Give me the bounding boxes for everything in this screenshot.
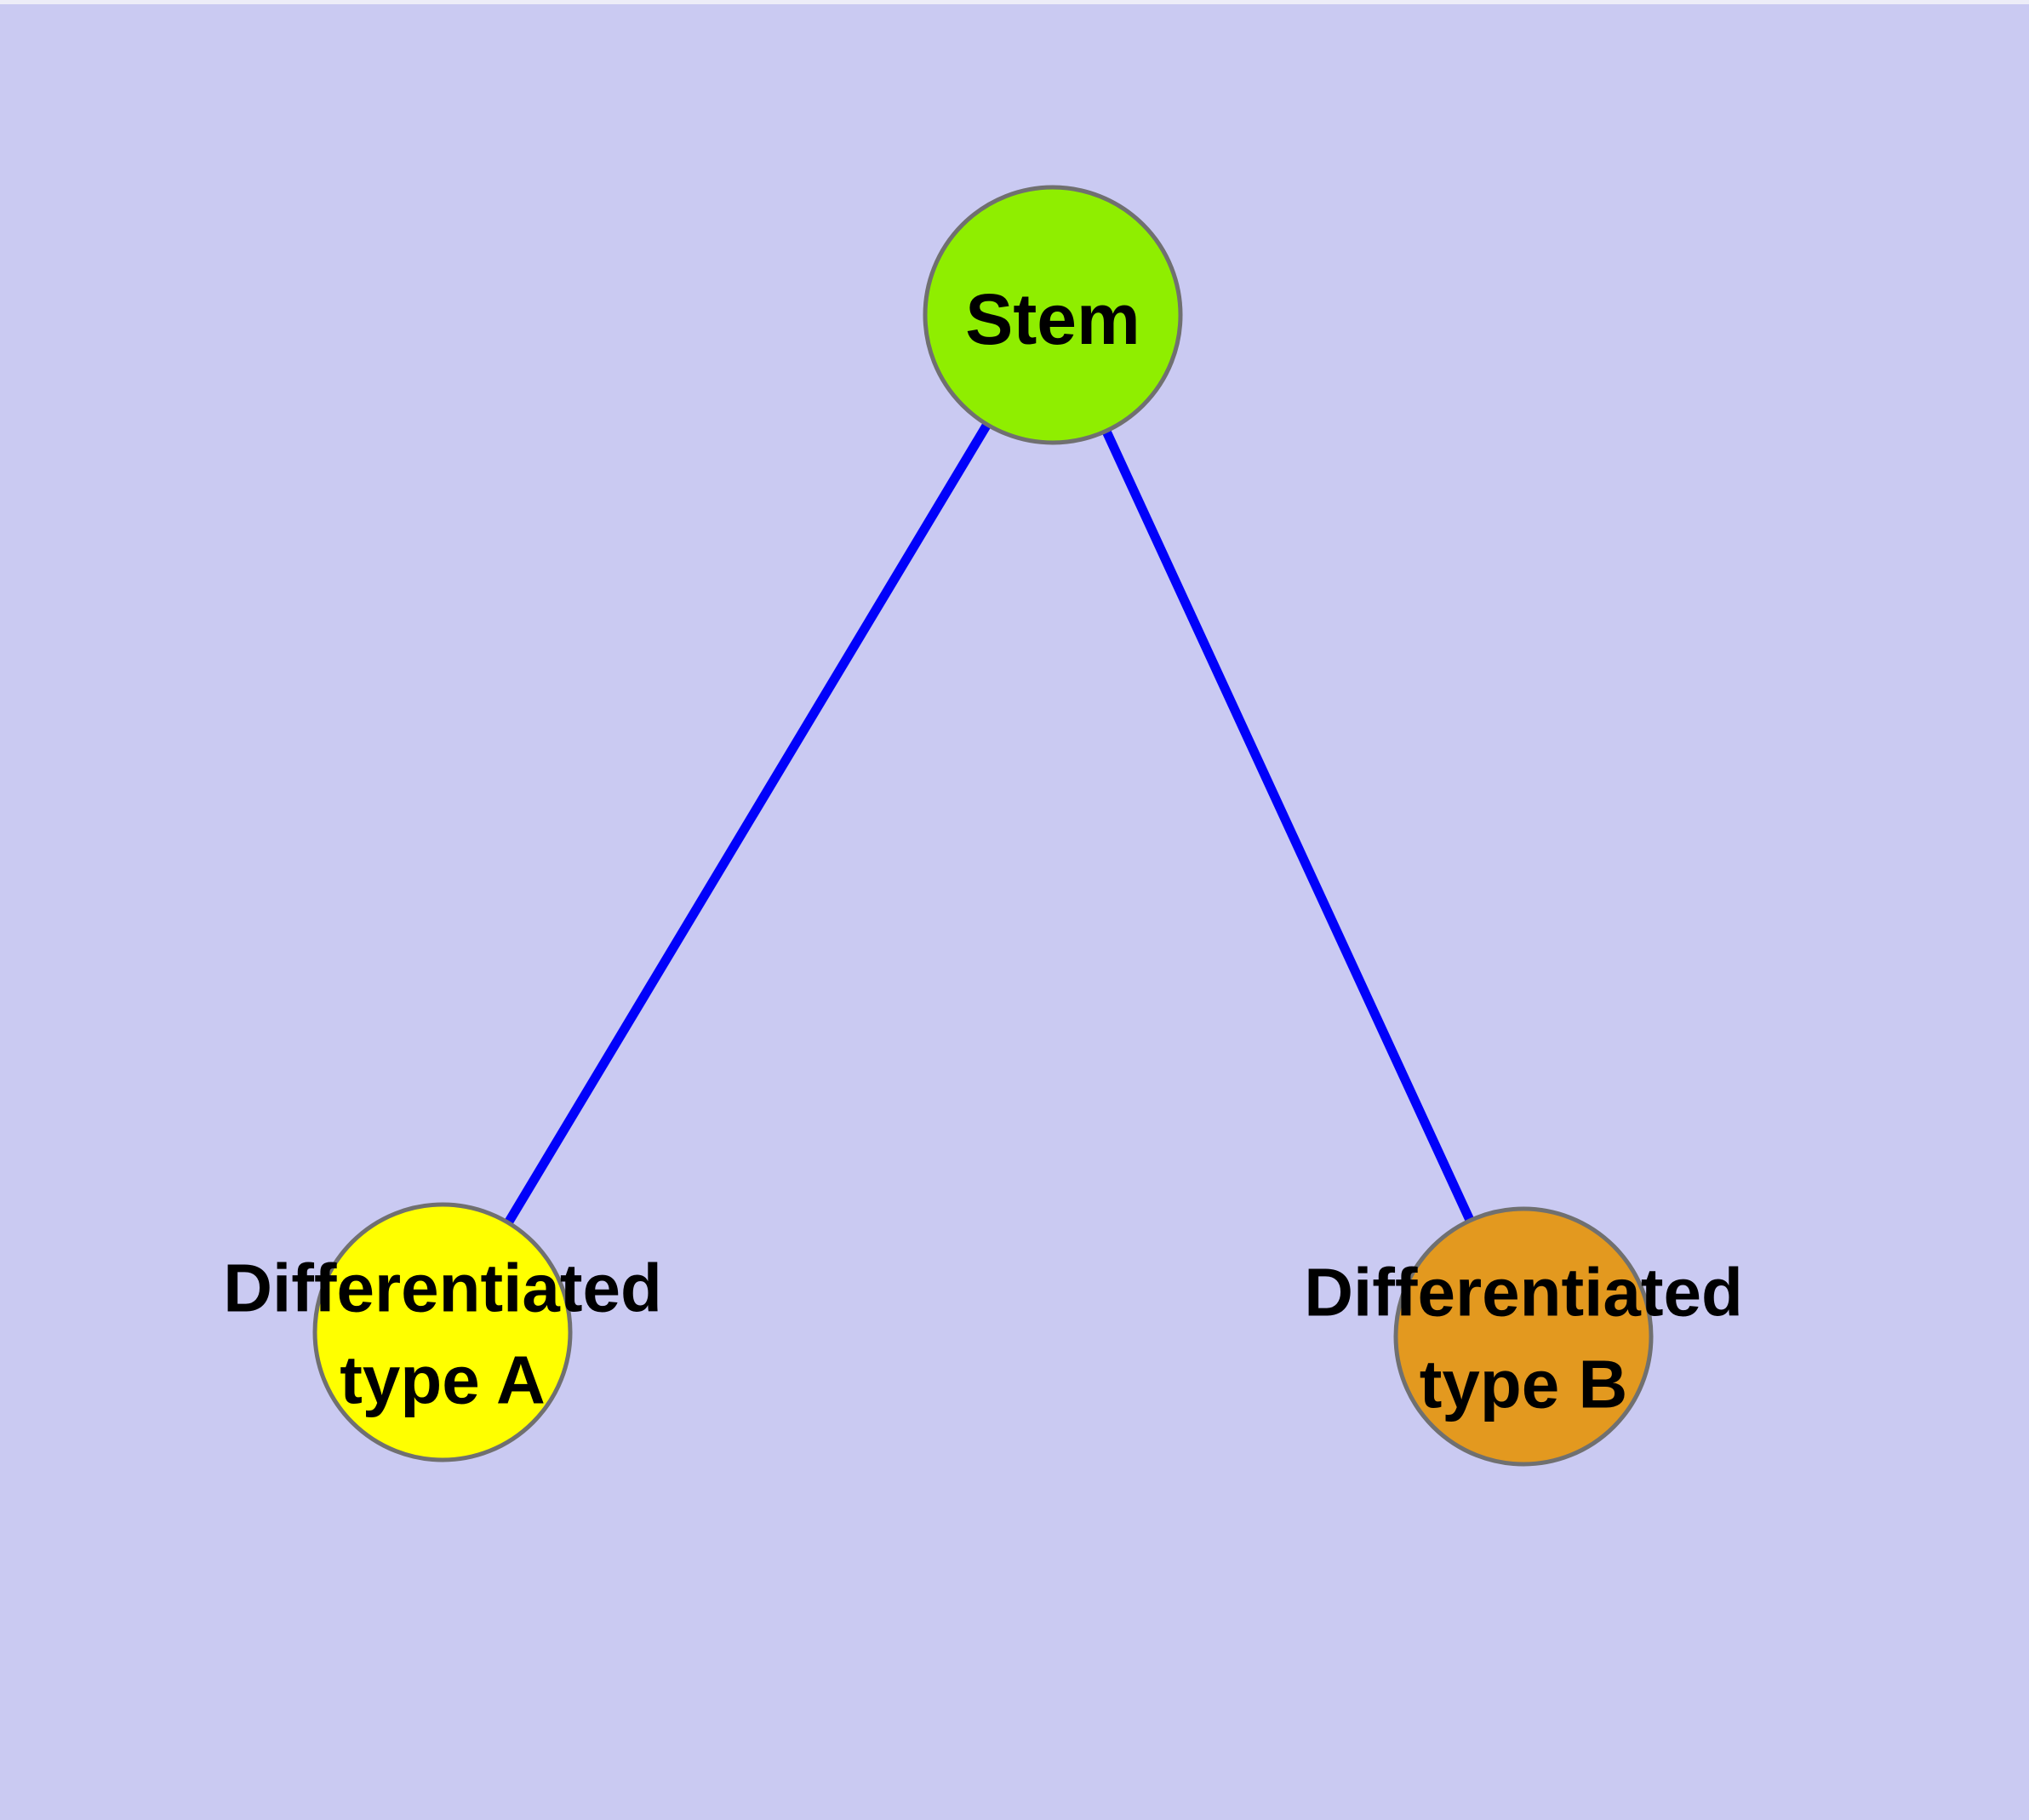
node-type-b-label-line2: type B	[1420, 1347, 1628, 1422]
edge-stem-to-type-a	[438, 312, 1057, 1335]
node-stem-label: Stem	[965, 279, 1140, 359]
edge-stem-to-type-b	[1049, 312, 1528, 1339]
node-type-a-label-line2: type A	[340, 1342, 546, 1418]
node-stem-circle	[923, 185, 1183, 445]
node-type-a-label-line1: Differentiated	[223, 1251, 662, 1326]
node-type-b-label-line1: Differentiated	[1304, 1255, 1743, 1331]
top-edge-strip	[0, 0, 2029, 4]
node-type-a-circle	[312, 1202, 573, 1462]
node-type-b-circle	[1393, 1206, 1654, 1467]
